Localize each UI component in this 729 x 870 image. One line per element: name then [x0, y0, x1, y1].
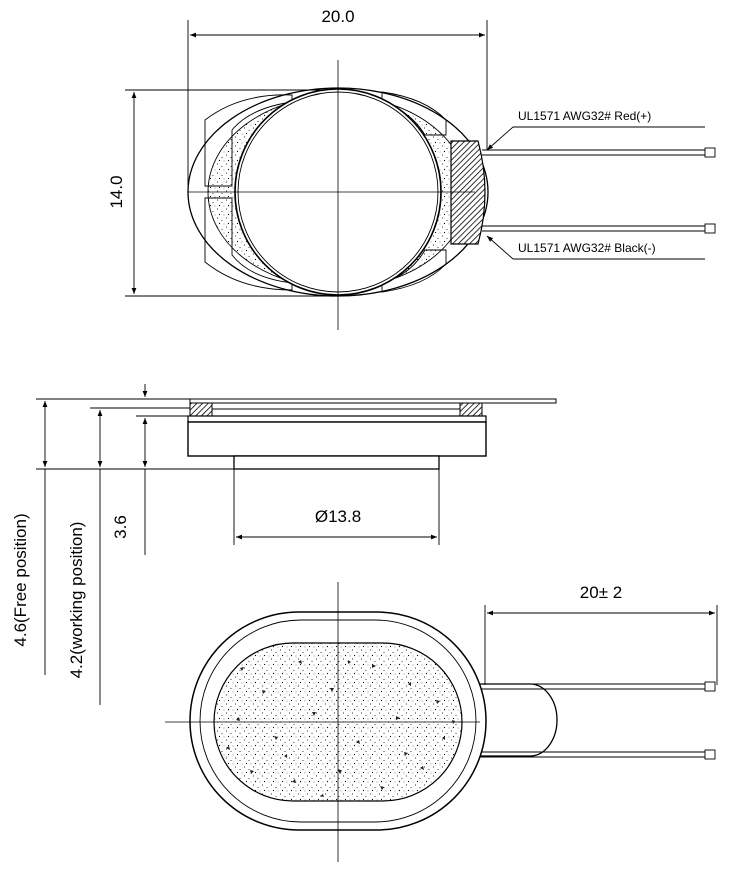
magnet: [233, 455, 440, 470]
top-view: 20.0 14.0: [107, 7, 716, 330]
mesh-texture: [226, 660, 455, 797]
solder-pad: [450, 140, 486, 245]
width-dimension: 20.0: [187, 7, 488, 185]
free-position-dimension: 4.6(Free position): [11, 401, 48, 675]
height-dimension: 14.0: [107, 89, 335, 297]
frame-body: [187, 421, 487, 457]
free-position-label: 4.6(Free position): [11, 513, 30, 646]
side-view: 4.6(Free position) 4.2(working position)…: [11, 384, 557, 705]
height-3-6-label: 3.6: [111, 515, 130, 539]
diameter-label: Ø13.8: [315, 507, 361, 526]
working-position-label: 4.2(working position): [67, 522, 86, 679]
height-3-6-dimension: 3.6: [111, 384, 148, 555]
width-dim-label: 20.0: [321, 7, 354, 26]
red-wire-label: UL1571 AWG32# Red(+): [518, 109, 651, 123]
height-dim-label: 14.0: [107, 175, 126, 208]
working-position-dimension: 4.2(working position): [67, 410, 103, 705]
bottom-view: 20± 2: [165, 582, 718, 862]
lead-length-label: 20± 2: [580, 583, 622, 602]
lead-loop: [470, 683, 558, 757]
red-wire-callout: UL1571 AWG32# Red(+): [486, 109, 705, 151]
black-wire-callout: UL1571 AWG32# Black(-): [486, 235, 705, 260]
black-wire-label: UL1571 AWG32# Black(-): [518, 241, 656, 255]
diameter-dimension: Ø13.8: [233, 469, 440, 545]
lead-length-dimension: 20± 2: [484, 583, 718, 685]
